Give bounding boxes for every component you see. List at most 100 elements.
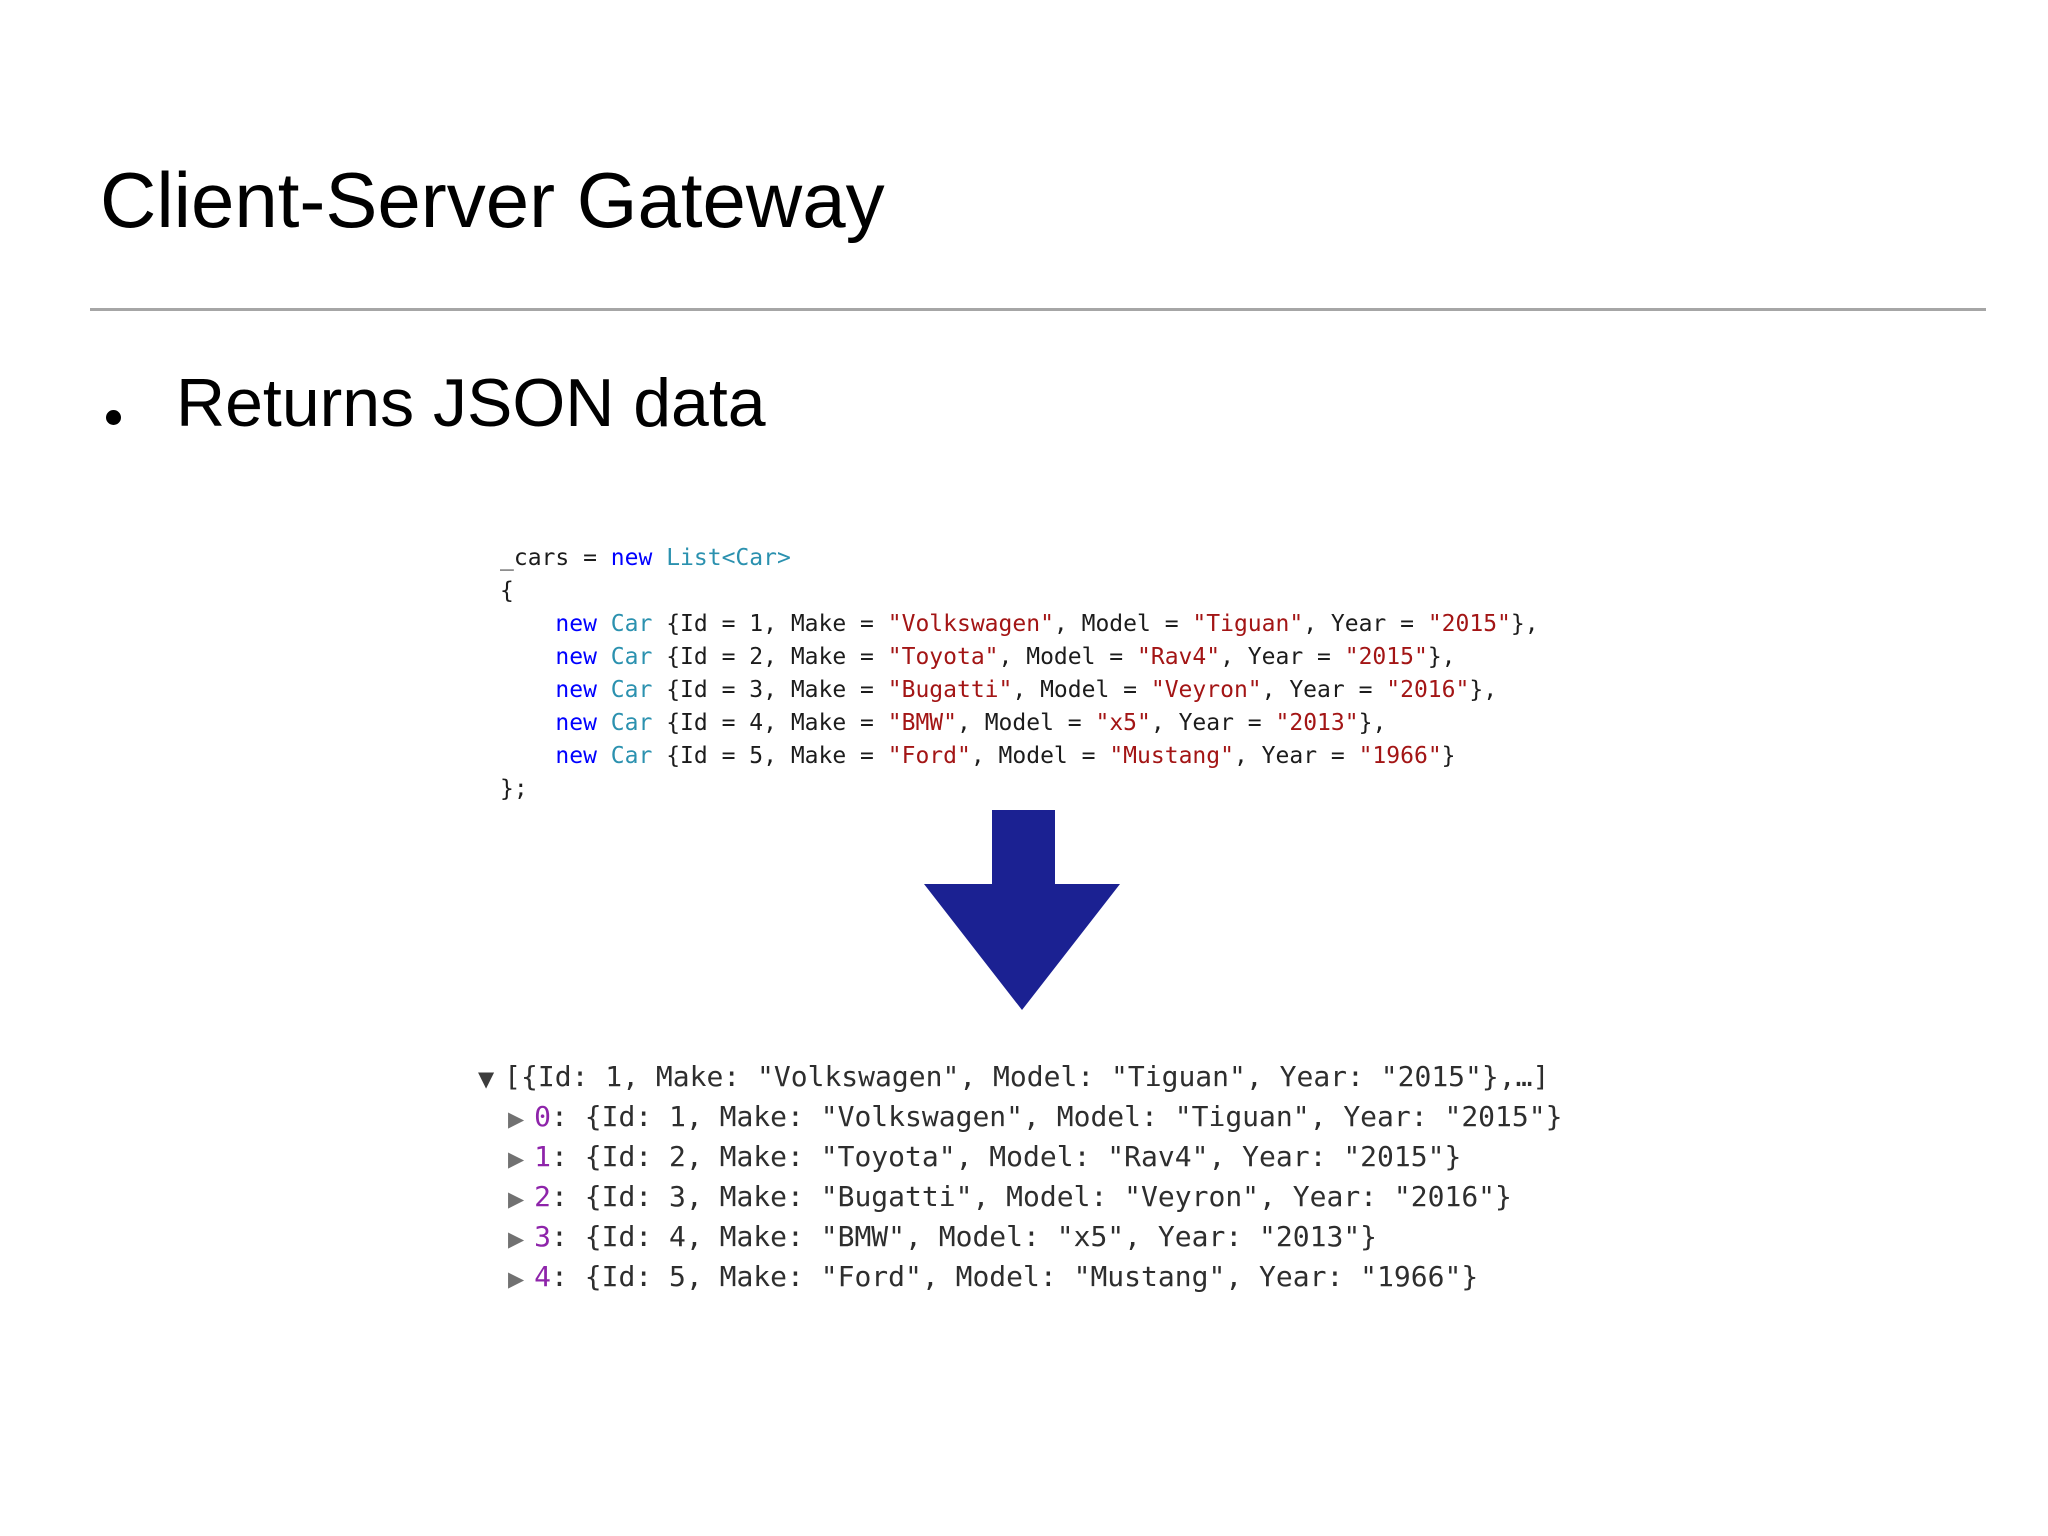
object-preview-text: : {Id: 4, Make: "BMW", Model: "x5", Year… [551,1220,1378,1253]
code-token: , Model = [1012,677,1151,703]
console-item-line: ▶ 0: {Id: 1, Make: "Volkswagen", Model: "… [508,1098,1562,1138]
code-line: new Car {Id = 5, Make = "Ford", Model = … [500,740,1539,773]
code-line: }; [500,773,1539,806]
array-index: 0 [534,1100,552,1133]
code-token [500,743,555,769]
code-token: , Model = [998,644,1138,670]
code-token [500,611,555,637]
code-token: {Id = 1, Make = [652,611,888,637]
code-token: "1966" [1358,743,1442,769]
code-token [597,677,611,703]
code-token: }, [1427,644,1456,670]
console-array-line: ▼ [{Id: 1, Make: "Volkswagen", Model: "Ti… [478,1058,1562,1098]
code-token [597,644,611,670]
code-token [500,677,555,703]
code-token: }, [1510,611,1539,637]
code-token: new [610,545,653,571]
code-token: {Id = 3, Make = [652,677,888,703]
slide-title: Client-Server Gateway [100,156,885,244]
console-item-line: ▶ 4: {Id: 5, Make: "Ford", Model: "Mustan… [508,1258,1562,1298]
code-token: , Model = [970,743,1110,769]
code-token: "Tiguan" [1192,611,1304,637]
code-token: "x5" [1095,710,1151,736]
code-token: , Year = [1303,611,1428,637]
object-preview-text: [{Id: 1, Make: "Volkswagen", Model: "Tig… [504,1060,1550,1093]
code-token: new [555,677,597,703]
code-token: Car [610,743,653,769]
code-token: "Mustang" [1109,743,1234,769]
code-token: Car [610,677,653,703]
expand-triangle-icon: ▶ [508,1187,525,1211]
code-token: "2015" [1344,644,1428,670]
code-token: "Veyron" [1150,677,1262,703]
array-index: 2 [534,1180,552,1213]
code-token: "Rav4" [1137,644,1221,670]
code-token: Car [610,710,653,736]
code-token: }; [500,776,528,802]
bullet-item: Returns JSON data [100,364,766,442]
expand-triangle-icon: ▶ [508,1267,525,1291]
expand-triangle-icon: ▶ [508,1147,525,1171]
code-token: { [500,578,514,604]
code-line: new Car {Id = 4, Make = "BMW", Model = "… [500,707,1539,740]
code-token: new [555,644,597,670]
code-token: , Year = [1150,710,1276,736]
code-token: new [555,710,597,736]
code-token: new [555,611,597,637]
code-token: {Id = 5, Make = [652,743,888,769]
console-item-line: ▶2: {Id: 3, Make: "Bugatti", Model: "Vey… [508,1178,1562,1218]
code-token [500,710,555,736]
code-token: {Id = 2, Make = [652,644,888,670]
code-token [597,710,611,736]
title-divider [90,308,1986,311]
array-index: 3 [534,1220,552,1253]
code-line: new Car {Id = 3, Make = "Bugatti", Model… [500,674,1539,707]
code-token: , Year = [1261,677,1387,703]
console-item-line: ▶ 3: {Id: 4, Make: "BMW", Model: "x5", Ye… [508,1218,1562,1258]
object-preview-text: : {Id: 1, Make: "Volkswagen", Model: "Ti… [551,1100,1563,1133]
code-block: _cars = new List<Car> { new Car {Id = 1, … [500,542,1539,806]
code-token: } [1441,743,1456,769]
code-line: new Car {Id = 2, Make = "Toyota", Model … [500,641,1539,674]
code-token: "BMW" [887,710,957,736]
code-token: , Model = [957,710,1096,736]
bullet-text: Returns JSON data [176,365,766,441]
code-token [597,611,611,637]
code-token [597,743,611,769]
down-arrow-icon [924,810,1120,1010]
code-token: Car [610,611,653,637]
code-token: , Year = [1220,644,1345,670]
code-token: , Model = [1053,611,1193,637]
console-item-line: ▶ 1: {Id: 2, Make: "Toyota", Model: "Rav4… [508,1138,1562,1178]
code-token: List<Car> [666,545,791,571]
code-token: , Year = [1233,743,1359,769]
array-index: 4 [534,1260,552,1293]
code-line: { [500,575,1539,608]
code-token: "Toyota" [887,644,999,670]
array-index: 1 [534,1140,552,1173]
code-token: "Ford" [887,743,971,769]
code-token: }, [1469,677,1498,703]
code-line: new Car {Id = 1, Make = "Volkswagen", Mo… [500,608,1539,641]
object-preview-text: : {Id: 5, Make: "Ford", Model: "Mustang"… [551,1260,1479,1293]
code-token: _cars = [500,545,611,571]
code-token: {Id = 4, Make = [652,710,888,736]
code-token: "Bugatti" [887,677,1013,703]
code-line: _cars = new List<Car> [500,542,1539,575]
console-output: ▼ [{Id: 1, Make: "Volkswagen", Model: "Ti… [478,1058,1562,1298]
bullet-marker [106,410,121,425]
code-token: Car [610,644,653,670]
code-token: "2013" [1275,710,1359,736]
code-token: "2015" [1427,611,1511,637]
code-token [652,545,666,571]
code-token: "2016" [1386,677,1470,703]
code-token: "Volkswagen" [887,611,1054,637]
collapse-triangle-icon: ▼ [478,1067,495,1091]
code-token: new [555,743,597,769]
expand-triangle-icon: ▶ [508,1227,525,1251]
code-token [500,644,555,670]
object-preview-text: : {Id: 2, Make: "Toyota", Model: "Rav4",… [551,1140,1462,1173]
expand-triangle-icon: ▶ [508,1107,525,1131]
code-token: }, [1358,710,1387,736]
